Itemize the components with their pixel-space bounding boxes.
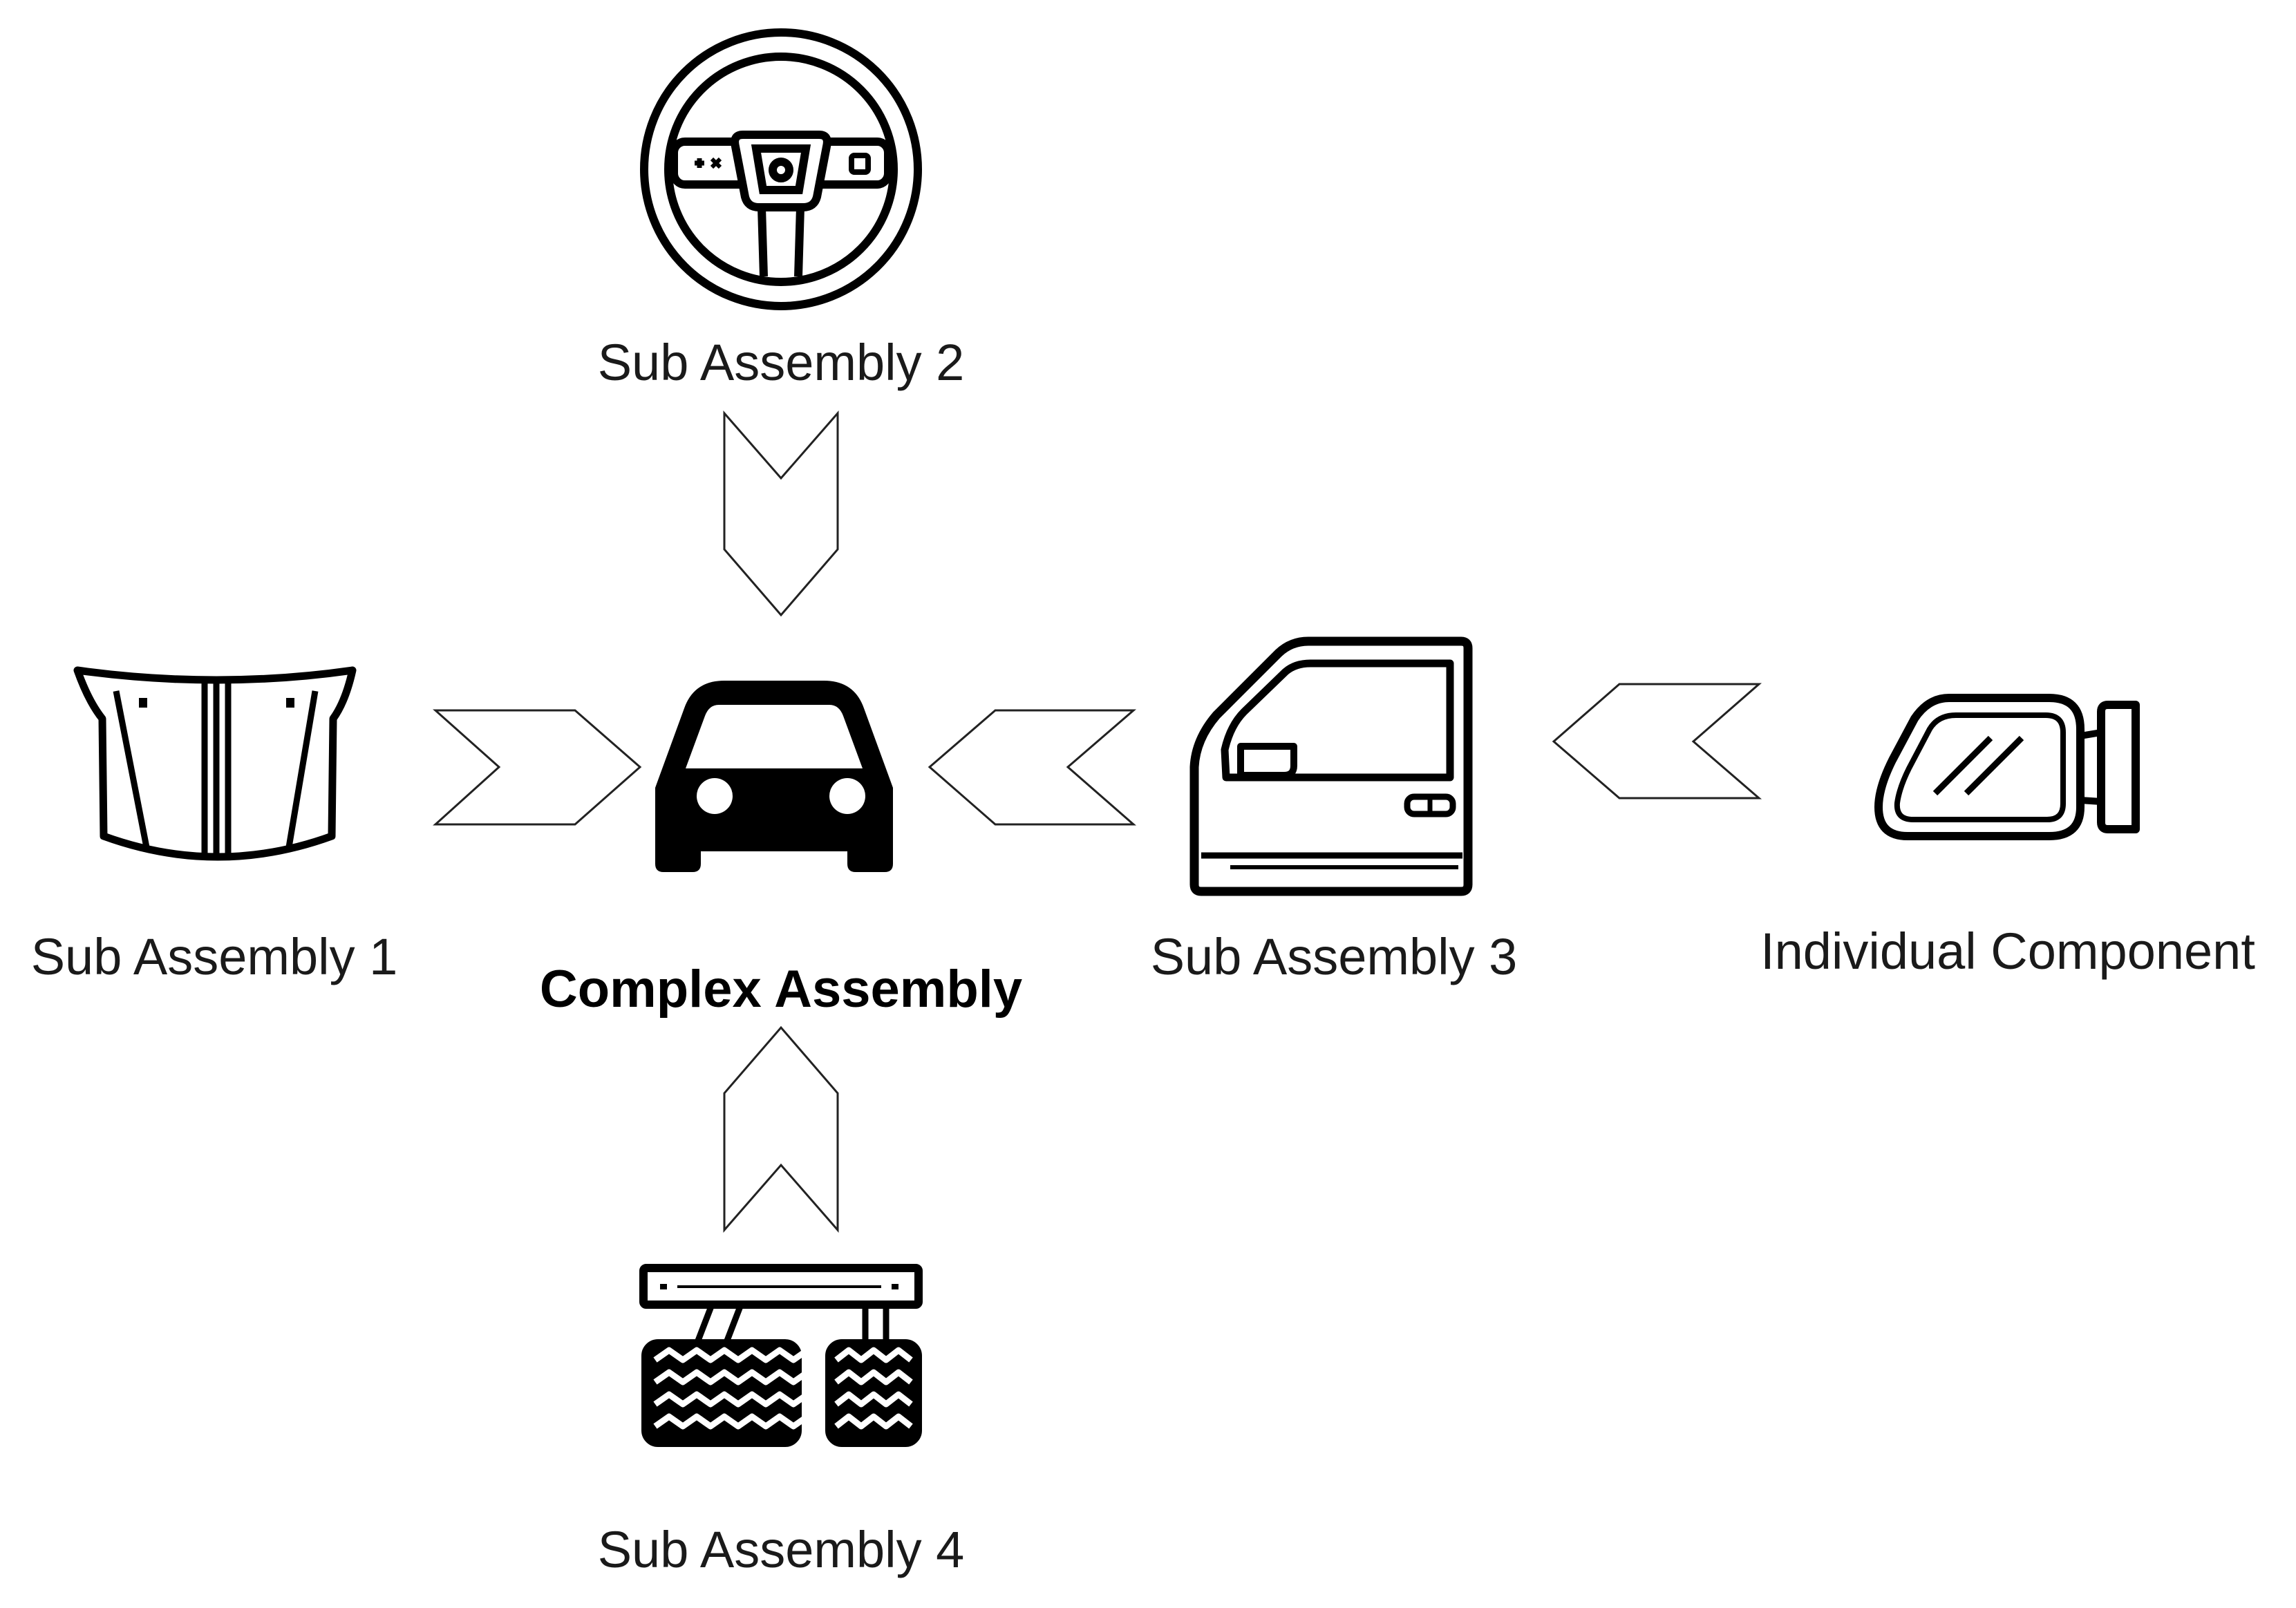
car-hood-icon	[73, 666, 357, 861]
sub-assembly-3-label: Sub Assembly 3	[1151, 928, 1518, 985]
complex-assembly-label: Complex Assembly	[540, 960, 1022, 1019]
arrow-sub-assembly-3-to-complex	[928, 709, 1137, 826]
arrow-individual-component-to-sub-assembly-3	[1552, 683, 1762, 800]
arrow-sub-assembly-4-to-complex	[723, 1025, 839, 1233]
sub-assembly-1-node: Sub Assembly 1	[31, 666, 398, 985]
arrow-sub-assembly-1-to-complex	[433, 709, 642, 826]
arrow-sub-assembly-2-to-complex	[723, 410, 839, 617]
sub-assembly-2-node: Sub Assembly 2	[598, 28, 965, 391]
sub-assembly-3-node: Sub Assembly 3	[1151, 636, 1518, 985]
sub-assembly-2-label: Sub Assembly 2	[598, 334, 965, 391]
side-mirror-icon	[1874, 694, 2140, 840]
car-door-icon	[1189, 636, 1473, 896]
pedals-icon	[639, 1264, 923, 1447]
steering-wheel-icon	[640, 28, 922, 310]
sub-assembly-4-label: Sub Assembly 4	[598, 1521, 965, 1578]
individual-component-node: Individual Component	[1760, 694, 2255, 980]
sub-assembly-4-node: Sub Assembly 4	[598, 1264, 965, 1578]
individual-component-label: Individual Component	[1760, 923, 2255, 980]
complex-assembly-node: Complex Assembly	[540, 681, 1022, 1019]
car-icon	[655, 681, 893, 872]
sub-assembly-1-label: Sub Assembly 1	[31, 928, 398, 985]
